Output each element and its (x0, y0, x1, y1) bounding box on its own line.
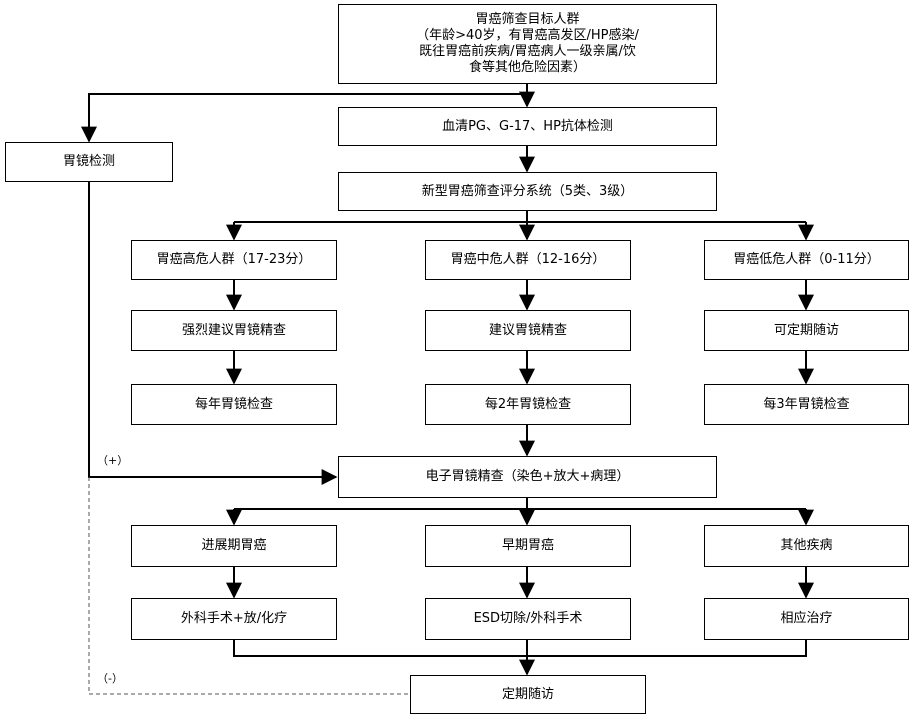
target-line-2: 既往胃癌前疾病/胃癌病人一级亲属/饮 (419, 44, 636, 59)
other-disease-box: 其他疾病 (704, 525, 909, 567)
target-title: 胃癌筛查目标人群 (475, 12, 580, 27)
negative-edge-label: （-） (97, 672, 123, 685)
medium-risk-followup-box: 每2年胃镜检查 (425, 384, 631, 425)
low-risk-box: 胃癌低危人群（0-11分） (704, 240, 909, 280)
target-line-1: （年龄>40岁，有胃癌高发区/HP感染/ (416, 28, 639, 43)
advanced-treatment-box: 外科手术+放/化疗 (131, 598, 337, 640)
serum-test-box: 血清PG、G-17、HP抗体检测 (338, 107, 717, 146)
treatment-merge-bar (233, 640, 807, 657)
high-risk-advice-box: 强烈建议胃镜精查 (131, 310, 337, 351)
arrow-target-to-gastroscopy (81, 93, 527, 143)
scoring-system-box: 新型胃癌筛查评分系统（5类、3级） (338, 172, 717, 211)
high-risk-box: 胃癌高危人群（17-23分） (131, 240, 337, 280)
advanced-cancer-box: 进展期胃癌 (131, 525, 337, 567)
target-population-box: 胃癌筛查目标人群 （年龄>40岁，有胃癌高发区/HP感染/ 既往胃癌前疾病/胃癌… (338, 4, 717, 84)
regular-followup-box: 定期随访 (410, 675, 646, 714)
target-line-3: 食等其他危险因素） (468, 60, 586, 75)
other-treatment-box: 相应治疗 (704, 598, 909, 640)
low-risk-followup-box: 每3年胃镜检查 (704, 384, 909, 425)
high-risk-followup-box: 每年胃镜检查 (131, 384, 337, 425)
medium-risk-box: 胃癌中危人群（12-16分） (425, 240, 631, 280)
early-treatment-box: ESD切除/外科手术 (425, 598, 631, 640)
electronic-gastroscopy-box: 电子胃镜精查（染色+放大+病理） (338, 456, 717, 498)
medium-risk-advice-box: 建议胃镜精查 (425, 310, 631, 351)
positive-edge-label: （+） (97, 454, 129, 467)
low-risk-advice-box: 可定期随访 (704, 310, 909, 351)
gastroscopy-test-box: 胃镜检测 (5, 142, 173, 182)
early-cancer-box: 早期胃癌 (425, 525, 631, 567)
negative-dashed-path (88, 477, 410, 695)
